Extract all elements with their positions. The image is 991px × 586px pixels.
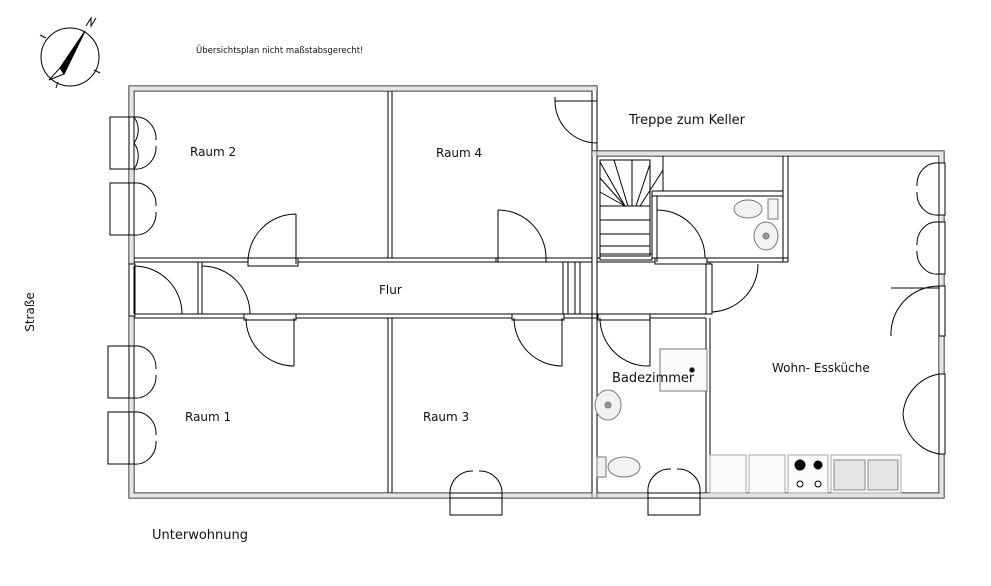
- compass-circle: [40, 27, 100, 87]
- bath-sink: [594, 389, 622, 421]
- window-raum2-a: [109, 116, 157, 170]
- apartment-label: Unterwohnung: [152, 528, 248, 543]
- plan-note: Übersichtsplan nicht maßstabsgerecht!: [196, 46, 364, 56]
- wc-sink: [753, 221, 779, 251]
- room-label-kueche: Wohn- Essküche: [772, 361, 870, 375]
- room-label-raum2: Raum 2: [190, 145, 237, 159]
- compass-tick: [55, 81, 59, 89]
- outer-walls: [128, 85, 945, 499]
- bath-shower: [659, 348, 708, 392]
- window-kitchen-2: [916, 221, 946, 275]
- windows: [107, 116, 946, 516]
- door-raum3: [511, 313, 565, 367]
- kitchen-stove: [794, 459, 823, 488]
- staircase: [599, 156, 664, 257]
- door-raum2: [247, 213, 299, 267]
- door-raum4-upper: [554, 97, 598, 144]
- compass-tick: [93, 69, 101, 74]
- fixtures: [594, 198, 902, 494]
- door-raum4: [495, 209, 547, 263]
- room-label-raum1: Raum 1: [185, 410, 232, 424]
- window-kitchen-1: [916, 162, 946, 216]
- window-raum1-b: [107, 411, 157, 465]
- window-raum1-a: [107, 345, 157, 399]
- door-raum1: [243, 313, 297, 367]
- compass-north-mark: [85, 16, 97, 28]
- compass-tick: [39, 34, 47, 39]
- window-bath: [647, 468, 701, 516]
- room-label-bad: Badezimmer: [612, 371, 695, 386]
- window-kitchen-3: [890, 285, 946, 337]
- window-raum3: [449, 470, 503, 516]
- door-bath: [597, 313, 651, 367]
- door-entrance: [128, 263, 183, 317]
- room-label-flur: Flur: [379, 283, 402, 297]
- wall-fill: [129, 86, 944, 498]
- door-kitchen: [705, 262, 759, 315]
- wc-toilet: [733, 198, 779, 220]
- bath-toilet: [596, 456, 641, 478]
- door-stairs: [599, 253, 653, 261]
- room-label-raum4: Raum 4: [436, 146, 483, 160]
- doors: [128, 97, 759, 367]
- window-kitchen-4: [902, 373, 946, 455]
- room-label-raum3: Raum 3: [423, 410, 470, 424]
- stairs-label: Treppe zum Keller: [629, 113, 746, 128]
- street-label: Straße: [23, 292, 37, 332]
- kitchen-sink: [833, 459, 899, 491]
- compass: [39, 16, 101, 89]
- door-flur-inner: [201, 265, 251, 315]
- window-raum2-b: [109, 182, 157, 236]
- compass-needle-shade: [59, 30, 86, 76]
- door-wc: [654, 209, 708, 265]
